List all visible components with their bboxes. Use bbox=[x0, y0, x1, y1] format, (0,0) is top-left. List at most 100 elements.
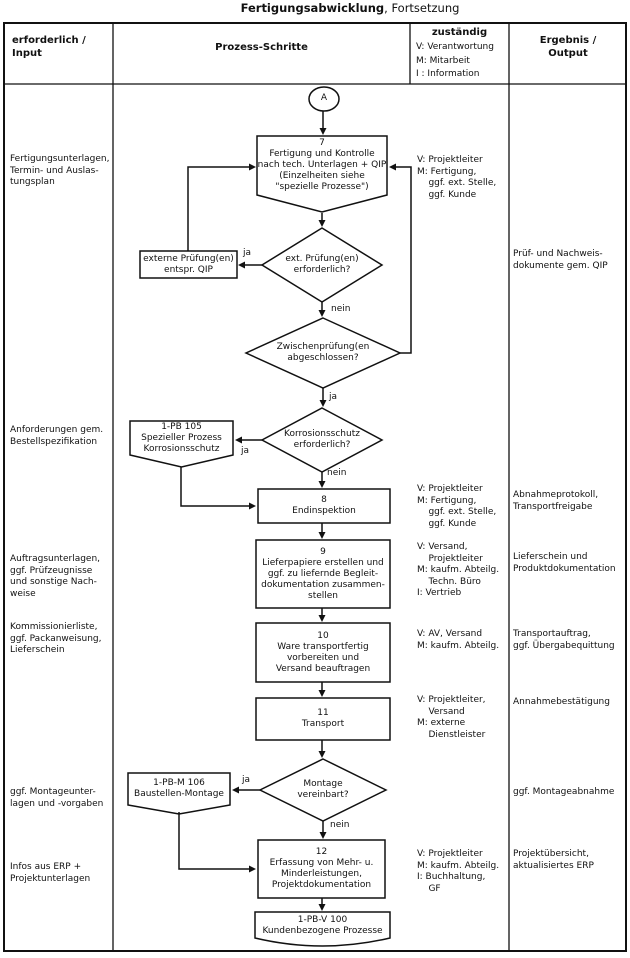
node-step-11-shape bbox=[255, 697, 391, 741]
node-step-9-line-2: ggf. zu liefernde Begleit- bbox=[267, 568, 379, 579]
column-header-responsible-title: zuständig bbox=[431, 27, 488, 38]
node-step-8-line-0: 8 bbox=[321, 495, 327, 505]
output-annotation-2: Lieferschein und Produktdokumentation bbox=[513, 552, 616, 574]
node-ref-1-pb-m-106-line-1: Baustellen-Montage bbox=[134, 789, 224, 799]
edge-zwischen-loop-to-7 bbox=[396, 166, 412, 354]
input-annotation-3: Kommissionierliste, ggf. Packanweisung, … bbox=[10, 622, 102, 655]
node-decision-zwischenpruefung-line-0: Zwischenprüfung(en bbox=[276, 342, 370, 352]
input-annotation-4: ggf. Montageunter- lagen und -vorgaben bbox=[10, 787, 104, 809]
input-annotation-0: Fertigungsunterlagen, Termin- und Auslas… bbox=[10, 154, 110, 187]
node-step-12-line-1: Erfassung von Mehr- u. bbox=[269, 858, 374, 868]
page-title-bold: Fertigungsabwicklung bbox=[240, 1, 385, 15]
node-ref-1-pb-v-100-line-0: 1-PB-V 100 bbox=[297, 915, 348, 925]
node-step-12-line-3: Projektdokumentation bbox=[271, 880, 372, 890]
edge-montage-nein-arrowhead-icon bbox=[319, 832, 327, 839]
node-step-10-line-1: Ware transportfertig bbox=[277, 641, 369, 652]
edge-7-to-ext-decision-arrowhead-icon bbox=[318, 220, 326, 227]
responsible-legend-line-0: V: Verantwortung bbox=[416, 42, 494, 52]
node-box-externe-pruefung-line-1: entspr. QIP bbox=[164, 264, 213, 275]
responsible-annotation-3: V: AV, Versand M: kaufm. Abteilg. bbox=[417, 629, 500, 651]
node-box-externe-pruefung-shape bbox=[139, 250, 238, 279]
edge-label-ja-montage-ja: ja bbox=[242, 775, 251, 785]
input-annotation-2: Auftragsunterlagen, ggf. Prüfzeugnisse u… bbox=[10, 554, 101, 599]
node-connector-a-shape bbox=[308, 86, 340, 112]
node-decision-korrosionsschutz-line-1: erforderlich? bbox=[293, 440, 351, 450]
edge-10-to-11-arrowhead-icon bbox=[318, 690, 326, 697]
node-connector-a-label: A bbox=[309, 93, 339, 104]
output-annotation-6: Projektübersicht, aktualisiertes ERP bbox=[513, 849, 594, 871]
node-step-10-line-2: vorbereiten und bbox=[286, 652, 360, 663]
page-title: Fertigungsabwicklung, Fortsetzung bbox=[70, 1, 630, 15]
node-decision-zwischenpruefung-line-1: abgeschlossen? bbox=[287, 353, 359, 363]
node-step-7-line-0: 7 bbox=[319, 138, 325, 148]
edge-11-to-montage-arrowhead-icon bbox=[318, 751, 326, 758]
edge-ext-nein-arrowhead-icon bbox=[318, 310, 326, 317]
node-connector-a-line-0: A bbox=[320, 93, 328, 103]
column-header-output-line1: Ergebnis / bbox=[539, 35, 597, 46]
edge-zwischen-ja-arrowhead-icon bbox=[319, 400, 327, 407]
node-step-9-line-4: stellen bbox=[308, 590, 338, 601]
output-annotation-0: Prüf- und Nachweis- dokumente gem. QIP bbox=[513, 249, 608, 271]
edge-pbm106-to-12 bbox=[178, 812, 249, 870]
column-header-output-line2: Output bbox=[548, 48, 588, 59]
edge-label-ja-ext-ja: ja bbox=[243, 248, 252, 258]
node-step-10-shape bbox=[255, 622, 391, 683]
column-header-input-line2: Input bbox=[12, 48, 42, 59]
responsible-annotation-1: V: Projektleiter M: Fertigung, ggf. ext.… bbox=[417, 484, 497, 529]
node-ref-1-pb-m-106-line-0: 1-PB-M 106 bbox=[153, 778, 205, 788]
edge-korro-ja-arrowhead-icon bbox=[235, 436, 242, 444]
output-annotation-3: Transportauftrag, ggf. Übergabequittung bbox=[513, 629, 615, 651]
output-annotation-5: ggf. Montageabnahme bbox=[513, 787, 615, 797]
node-step-12-line-2: Minderleistungen, bbox=[281, 869, 362, 879]
node-decision-montage-line-1: vereinbart? bbox=[297, 790, 349, 800]
column-header-input-line1: erforderlich / bbox=[12, 35, 86, 46]
node-step-7-line-2: nach tech. Unterlagen + QIP bbox=[257, 160, 387, 170]
node-decision-ext-pruefung-label: ext. Prüfung(en)erforderlich? bbox=[262, 254, 382, 276]
edge-label-ja-korro-ja: ja bbox=[241, 446, 250, 456]
edge-a-to-7-arrowhead-icon bbox=[319, 128, 327, 135]
responsible-annotation-5: V: Projektleiter M: kaufm. Abteilg. I: B… bbox=[417, 849, 500, 894]
table-outer-border bbox=[3, 22, 627, 952]
edge-montage-ja-arrowhead-icon bbox=[232, 786, 239, 794]
edge-korro-nein-arrowhead-icon bbox=[318, 481, 326, 488]
edge-9-to-10-arrowhead-icon bbox=[318, 615, 326, 622]
responsible-annotation-0: V: Projektleiter M: Fertigung, ggf. ext.… bbox=[417, 155, 497, 200]
edge-label-ja-zwischen-ja: ja bbox=[329, 392, 338, 402]
node-decision-ext-pruefung-line-1: erforderlich? bbox=[293, 265, 351, 275]
edge-externe-to-7 bbox=[187, 166, 249, 251]
column-header-responsible: zuständig bbox=[410, 26, 509, 39]
node-step-9-line-3: dokumentation zusammen- bbox=[261, 579, 385, 590]
node-ref-1-pb-v-100-shape bbox=[254, 911, 391, 947]
node-decision-ext-pruefung-line-0: ext. Prüfung(en) bbox=[285, 254, 359, 264]
node-ref-1-pb-v-100-line-1: Kundenbezogene Prozesse bbox=[262, 926, 383, 936]
edge-12-to-pbv100-arrowhead-icon bbox=[318, 904, 326, 911]
node-decision-montage-line-0: Montage bbox=[303, 779, 343, 789]
node-step-12-line-0: 12 bbox=[315, 847, 328, 857]
edge-8-to-9-arrowhead-icon bbox=[318, 532, 326, 539]
node-step-11-line-0: 11 bbox=[317, 708, 329, 718]
node-step-10-line-0: 10 bbox=[317, 630, 329, 641]
output-annotation-4: Annahmebestätigung bbox=[513, 697, 610, 707]
node-ref-1-pb-105-line-0: 1-PB 105 bbox=[161, 421, 202, 432]
edge-pb105-to-8-arrowhead-icon bbox=[249, 502, 256, 510]
node-step-9-line-0: 9 bbox=[320, 546, 326, 557]
node-step-8-shape bbox=[257, 488, 391, 524]
node-ref-1-pb-m-106-shape bbox=[127, 772, 231, 815]
edge-label-nein-korro-nein: nein bbox=[327, 468, 347, 478]
node-step-7-line-4: "spezielle Prozesse") bbox=[275, 182, 369, 192]
responsible-annotation-4: V: Projektleiter, Versand M: externe Die… bbox=[417, 695, 486, 740]
node-step-11-line-1: Transport bbox=[301, 719, 345, 729]
column-header-process-label: Prozess-Schritte bbox=[215, 42, 308, 53]
